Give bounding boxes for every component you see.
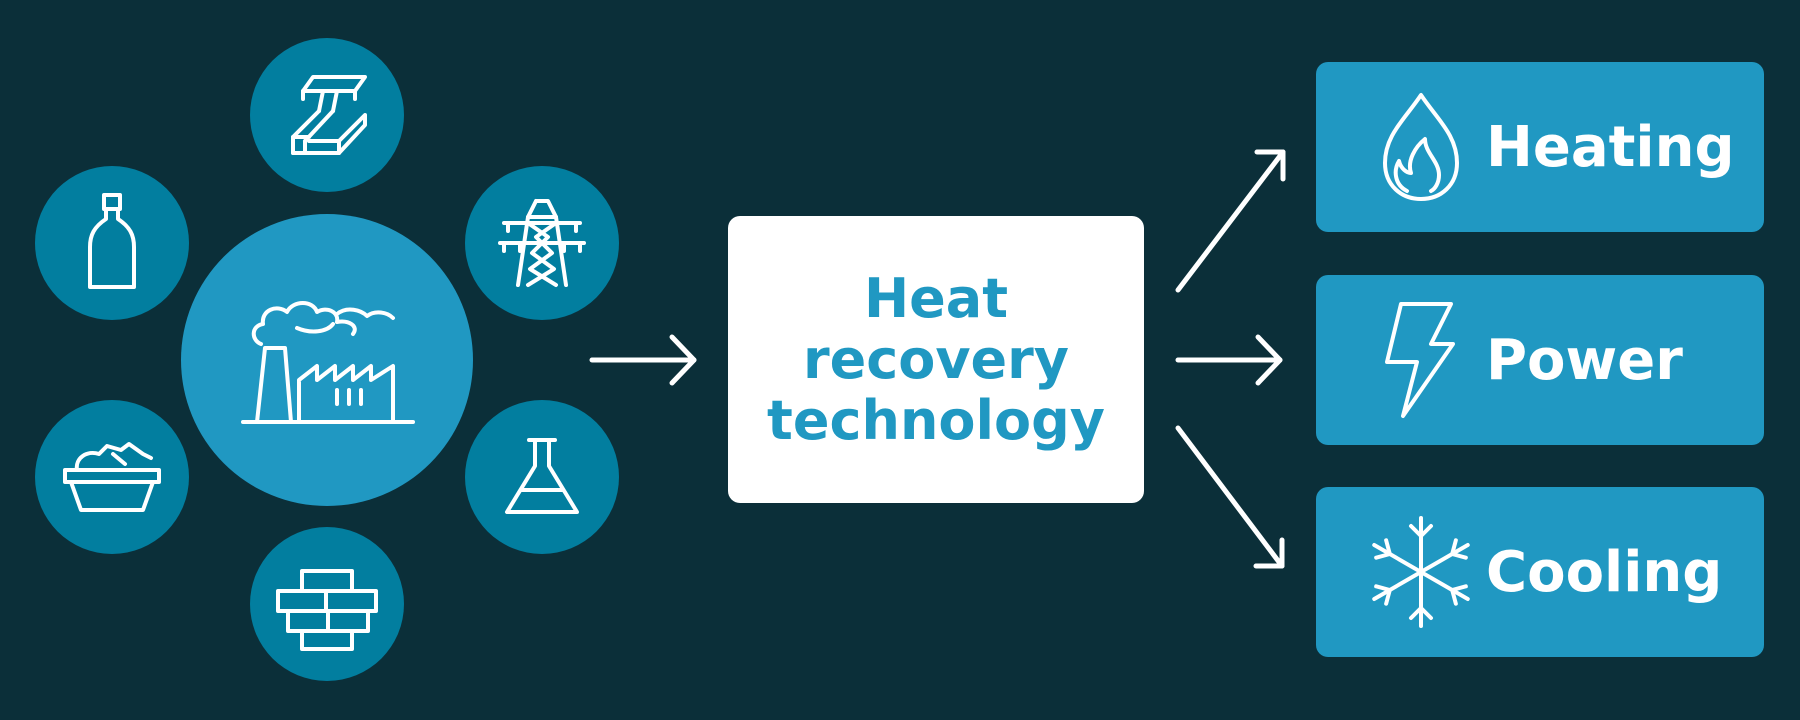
arrow-to-heating bbox=[1175, 149, 1286, 293]
flask-circle bbox=[465, 400, 619, 554]
snowflake-icon bbox=[1372, 516, 1470, 628]
power-pylon-icon bbox=[498, 199, 586, 287]
output-power-label: Power bbox=[1486, 327, 1683, 393]
lightning-bolt-icon bbox=[1385, 302, 1455, 418]
bricks-icon bbox=[276, 569, 378, 651]
basket-icon bbox=[63, 442, 161, 512]
flame-icon bbox=[1383, 93, 1459, 201]
factory-circle bbox=[181, 214, 473, 506]
steel-beam-circle bbox=[250, 38, 404, 192]
steel-beam-icon bbox=[291, 75, 367, 155]
chemistry-flask-icon bbox=[505, 438, 579, 514]
bottle-circle bbox=[35, 166, 189, 320]
output-power: Power bbox=[1316, 275, 1764, 445]
arrow-to-power bbox=[1175, 334, 1283, 386]
bricks-circle bbox=[250, 527, 404, 681]
output-cooling: Cooling bbox=[1316, 487, 1764, 657]
heat-recovery-box: Heat recovery technology bbox=[728, 216, 1144, 503]
arrow-to-cooling bbox=[1175, 425, 1285, 569]
bottle-icon bbox=[88, 193, 136, 289]
basket-circle bbox=[35, 400, 189, 554]
power-pylon-circle bbox=[465, 166, 619, 320]
output-heating-label: Heating bbox=[1486, 114, 1735, 180]
process-title: Heat recovery technology bbox=[767, 267, 1105, 452]
output-cooling-label: Cooling bbox=[1486, 539, 1723, 605]
factory-icon bbox=[241, 301, 415, 424]
arrow-to-process bbox=[589, 334, 697, 386]
output-heating: Heating bbox=[1316, 62, 1764, 232]
